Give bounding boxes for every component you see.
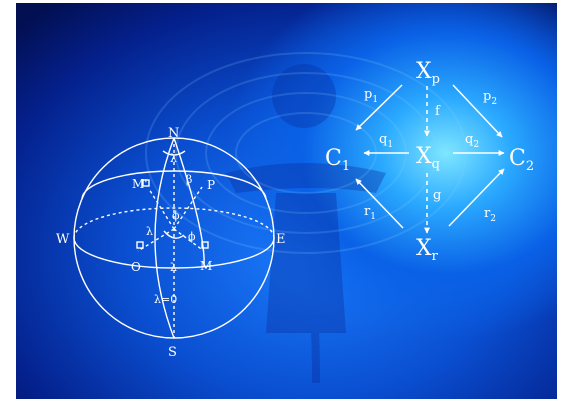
radius-o	[137, 228, 175, 252]
label-o: O	[131, 260, 141, 274]
arrow-p1	[355, 84, 403, 131]
silhouette-head	[272, 64, 336, 128]
label-east: E	[276, 232, 286, 247]
label-north: N	[168, 126, 179, 141]
label-south: S	[168, 345, 177, 360]
label-f: f	[435, 104, 441, 119]
equator-back	[73, 207, 275, 239]
illustration-frame: N S W E M' P O M λ β ϕ λ ϕ λ λ=0 Xp Xq X…	[16, 3, 557, 399]
meridian-zero	[154, 137, 175, 339]
arrow-p2	[452, 84, 503, 138]
node-xp: Xp	[416, 59, 440, 87]
node-c1: C1	[325, 146, 350, 174]
node-xr: Xr	[416, 236, 439, 264]
label-lambda-mid: λ	[146, 225, 153, 238]
label-m-prime: M'	[132, 177, 148, 191]
right-angle-o	[136, 241, 144, 249]
node-c2: C2	[509, 146, 534, 174]
label-phi-mid: ϕ	[188, 230, 196, 243]
right-angle-m	[201, 241, 209, 249]
person-silhouette	[226, 64, 386, 384]
label-q2: q2	[465, 132, 479, 150]
label-west: W	[56, 232, 70, 247]
label-q1: q1	[379, 132, 393, 150]
radius-p	[173, 186, 203, 230]
node-xq: Xq	[416, 144, 440, 172]
radius-m	[173, 228, 205, 252]
meridian-p	[173, 137, 205, 267]
sphere-labels: N S W E M' P O M λ β ϕ λ ϕ λ λ=0	[56, 126, 286, 360]
silhouette-cane	[293, 239, 320, 384]
angle-arc-top	[162, 150, 186, 156]
parallel-upper	[81, 170, 267, 200]
label-p1: p1	[364, 87, 378, 105]
radius-m-prime	[148, 188, 175, 230]
right-angle-m-prime	[142, 179, 150, 187]
label-m: M	[200, 259, 212, 273]
arrow-r1	[355, 178, 404, 229]
label-r2: r2	[484, 206, 496, 224]
silhouette-body	[266, 193, 346, 333]
label-g: g	[433, 188, 441, 203]
equator-front	[73, 237, 275, 269]
angle-arc-center	[163, 230, 185, 239]
celestial-sphere	[73, 137, 275, 339]
label-meridian-zero: λ=0	[154, 293, 177, 306]
label-beta: β	[186, 173, 192, 186]
illustration-svg: N S W E M' P O M λ β ϕ λ ϕ λ λ=0 Xp Xq X…	[56, 52, 534, 384]
commutative-diagram	[355, 84, 505, 234]
label-p2: p2	[483, 89, 497, 107]
silhouette-shoulders	[226, 163, 386, 193]
label-r1: r1	[364, 204, 376, 222]
label-p: P	[207, 178, 215, 192]
diagram-labels: Xp Xq Xr C1 C2 p1 p2 q1 q2 r1 r2 f g	[325, 59, 534, 264]
label-lambda-top: λ	[170, 152, 177, 165]
label-phi-top: ϕ	[172, 209, 180, 222]
arrow-r2	[448, 168, 505, 227]
label-lambda-bottom: λ	[170, 261, 177, 274]
